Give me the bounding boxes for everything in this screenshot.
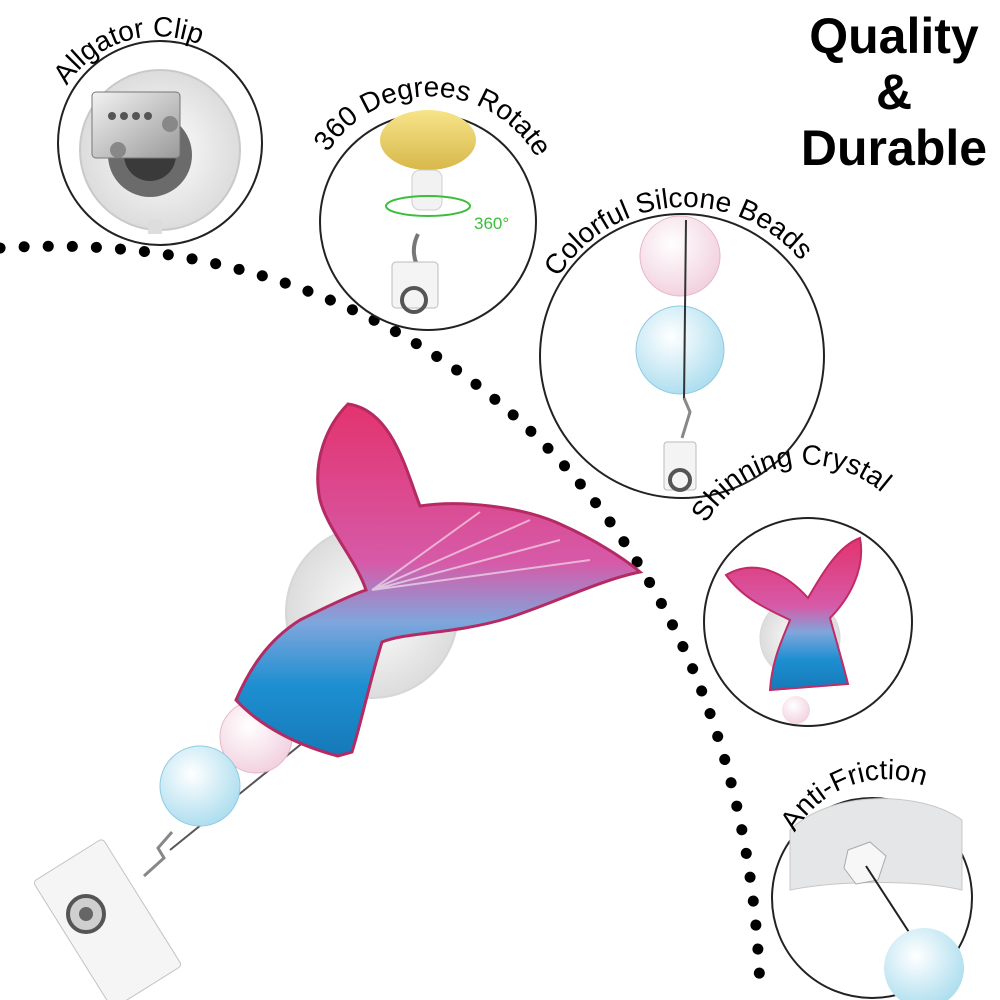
feature-anti-friction: [771, 797, 973, 1000]
dotted-arc: [0, 240, 766, 996]
rotation-badge: 360°: [474, 214, 509, 233]
headline-line-1: Quality: [809, 8, 979, 64]
rotation-arrow-icon: [385, 195, 471, 217]
feature-alligator-clip: [57, 40, 263, 246]
feature-360-rotate: [319, 110, 537, 331]
headline: Quality & Durable: [794, 8, 994, 176]
feature-shinning-crystal: [703, 517, 913, 727]
feature-silicone-beads: [539, 213, 825, 499]
headline-line-3: Durable: [800, 120, 988, 176]
headline-line-2: &: [875, 64, 913, 120]
badge-reel-product: [33, 402, 644, 1000]
